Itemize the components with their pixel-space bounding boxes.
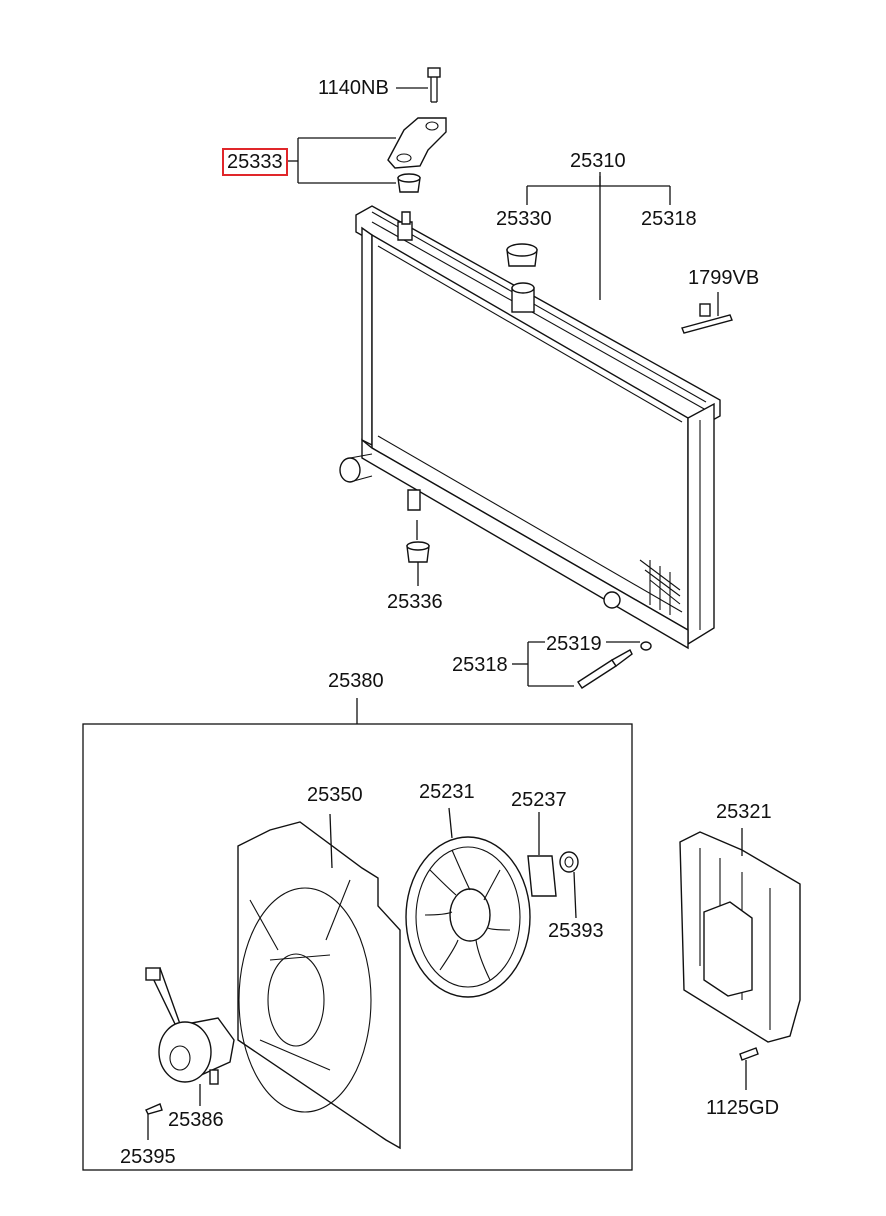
screw-25395-drawing — [145, 1103, 163, 1140]
label-25380[interactable]: 25380 — [328, 670, 384, 692]
motor-25386-drawing — [145, 967, 235, 1106]
fan-25231-drawing — [405, 807, 531, 998]
label-25318-top[interactable]: 25318 — [641, 208, 697, 230]
cap-25330-drawing — [506, 243, 538, 267]
label-1799vb[interactable]: 1799VB — [688, 267, 760, 289]
radiator-25310-drawing — [339, 172, 721, 650]
assembly-frame-25380 — [82, 698, 633, 1171]
label-1125gd[interactable]: 1125GD — [706, 1097, 780, 1119]
washer-25393-drawing — [559, 851, 579, 919]
label-25336[interactable]: 25336 — [387, 591, 443, 613]
bracket-25333-drawing — [288, 117, 447, 193]
label-25393[interactable]: 25393 — [548, 920, 604, 942]
label-25333-highlighted[interactable]: 25333 — [222, 148, 288, 176]
drain-25318-25319-drawing — [512, 641, 652, 689]
label-25350[interactable]: 25350 — [307, 784, 363, 806]
label-25319[interactable]: 25319 — [546, 633, 602, 655]
label-25321[interactable]: 25321 — [716, 801, 772, 823]
label-25237[interactable]: 25237 — [511, 789, 567, 811]
cover-25321-drawing — [679, 828, 801, 1090]
shroud-25350-drawing — [237, 813, 401, 1150]
label-25318-bottom[interactable]: 25318 — [452, 654, 508, 676]
label-25330[interactable]: 25330 — [496, 208, 552, 230]
tape-25237-drawing — [527, 812, 557, 897]
label-1140nb[interactable]: 1140NB — [318, 77, 389, 99]
label-25231[interactable]: 25231 — [419, 781, 475, 803]
bushing-25336-drawing — [406, 520, 430, 586]
label-25310[interactable]: 25310 — [570, 150, 626, 172]
bolt-1140nb-drawing — [396, 67, 441, 103]
clip-1799vb-drawing — [681, 292, 733, 334]
label-25386[interactable]: 25386 — [168, 1109, 224, 1131]
label-25395[interactable]: 25395 — [120, 1146, 176, 1168]
